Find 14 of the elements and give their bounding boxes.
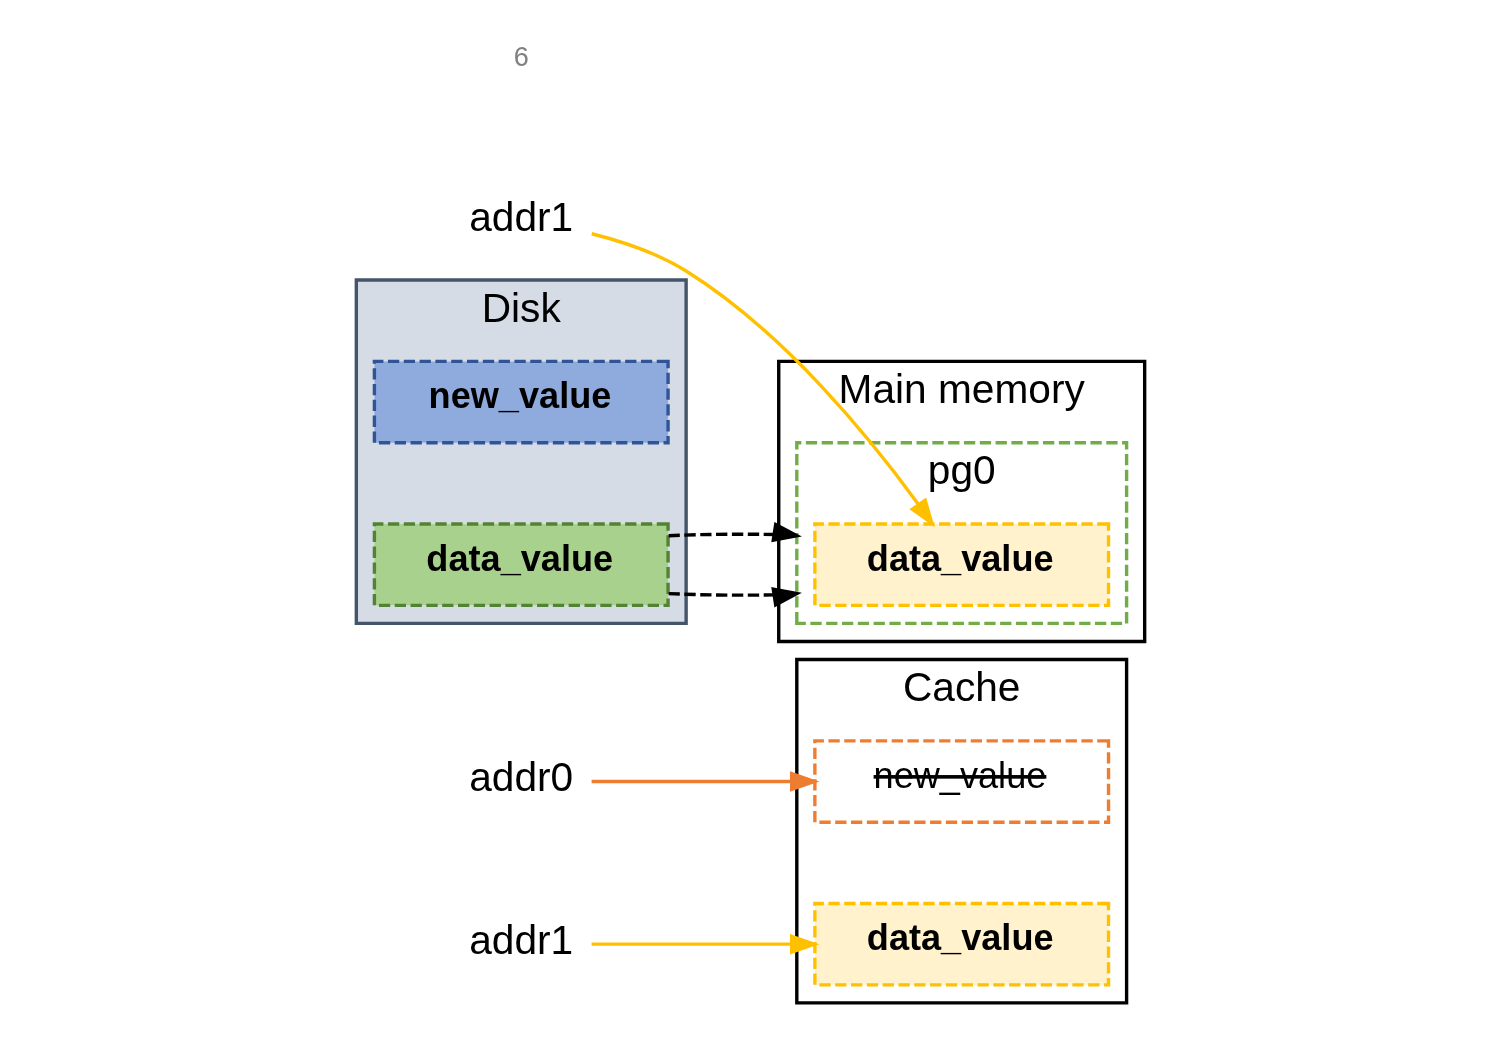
arrow xyxy=(668,586,802,607)
node-box: data_value xyxy=(813,901,1111,986)
node-box: new_value xyxy=(372,359,670,444)
node-box: new_value xyxy=(813,738,1111,824)
node-box: data_value xyxy=(372,521,670,607)
node-text: addr1 xyxy=(469,916,574,963)
arrow xyxy=(591,231,935,527)
label: 6 xyxy=(513,40,529,72)
node-box: data_value xyxy=(813,521,1111,607)
node-text: addr0 xyxy=(469,753,574,800)
arrow xyxy=(668,521,802,542)
arrow xyxy=(591,933,820,954)
arrow xyxy=(591,770,820,792)
node-text: addr1 xyxy=(469,193,574,240)
